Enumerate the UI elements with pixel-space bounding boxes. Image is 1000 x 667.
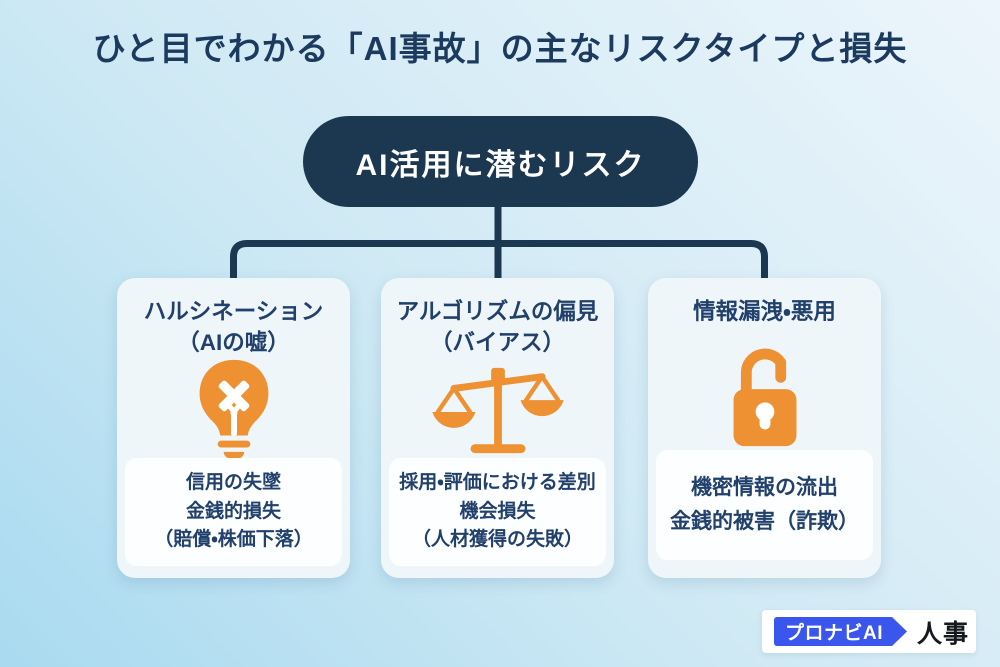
card-title: ハルシネーション （AIの嘘） [117, 297, 350, 358]
loss-line: 採用・評価における差別 [399, 471, 596, 493]
open-padlock-icon [733, 348, 796, 447]
card-title: 情報漏洩・悪用 [648, 297, 881, 328]
root-node-label: AI活用に潜むリスク [355, 148, 646, 182]
card-title-line: 情報漏洩・悪用 [693, 299, 836, 324]
loss-line: （賠償・株価下落） [154, 529, 313, 551]
risk-card-hallucination: ハルシネーション （AIの嘘） 信用の失墜 金銭的損失 （賠償・株価下落） [117, 278, 350, 578]
root-node: AI活用に潜むリスク [303, 116, 698, 207]
loss-line: 金銭的被害（詐欺） [670, 510, 859, 533]
loss-box: 機密情報の流出 金銭的被害（詐欺） [656, 450, 873, 560]
scales-icon [431, 367, 564, 454]
loss-box: 信用の失墜 金銭的損失 （賠償・株価下落） [125, 458, 342, 566]
loss-box: 採用・評価における差別 機会損失 （人材獲得の失敗） [389, 458, 606, 566]
brand-badge-label: プロナビAI [785, 623, 884, 644]
card-title-line: （バイアス） [429, 329, 565, 355]
lightbulb-x-icon [199, 359, 268, 458]
brand-badge: プロナビAI [774, 617, 907, 646]
card-title-line: ハルシネーション [143, 299, 324, 324]
brand-suffix-label: 人事 [917, 619, 970, 648]
loss-line: 機密情報の流出 [691, 476, 838, 500]
loss-line: 信用の失墜 [185, 471, 281, 493]
risk-card-data-leak: 情報漏洩・悪用 機密情報の流出 金銭的被害（詐欺） [648, 278, 881, 578]
brand-logo: プロナビAI 人事 [762, 610, 976, 653]
risk-card-algorithm-bias: アルゴリズムの偏見 （バイアス） 採用・評価における差別 機会損失 （人材獲 [381, 278, 614, 578]
page-title: ひと目でわかる「AI事故」の主なリスクタイプと損失 [92, 30, 908, 67]
loss-line: 機会損失 [459, 500, 536, 522]
card-title-line: アルゴリズムの偏見 [396, 299, 599, 324]
loss-line: （人材獲得の失敗） [411, 529, 583, 551]
card-title-line: （AIの嘘） [177, 329, 290, 355]
loss-line: 金銭的損失 [185, 500, 281, 522]
card-title: アルゴリズムの偏見 （バイアス） [381, 297, 614, 358]
